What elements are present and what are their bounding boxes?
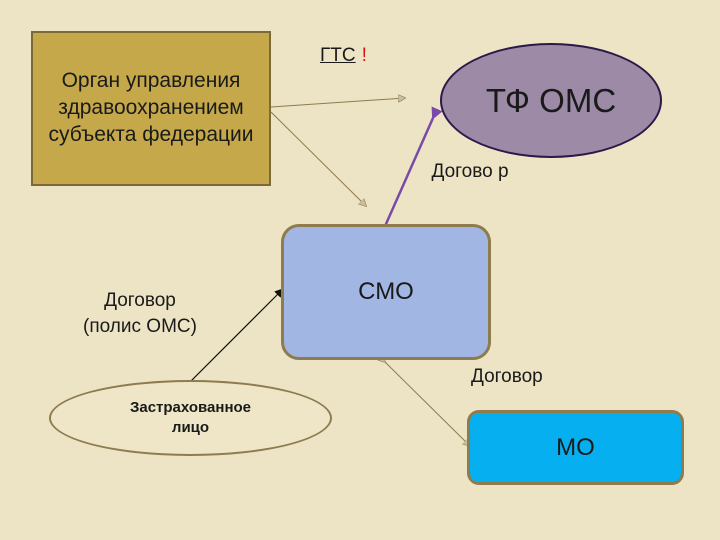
contract-insured-line2: (полис ОМС) [83, 315, 197, 337]
insured-ellipse: Застрахованное лицо [49, 380, 332, 456]
contract-tfoms-smo-label: Догово р [431, 161, 509, 182]
gts-text: ГТС [320, 45, 356, 66]
smo-box: СМО [281, 224, 491, 360]
arrow-insured-to-smo [187, 288, 284, 385]
contract-smo-mo-label: Договор [471, 366, 543, 387]
insured-label: Застрахованное лицо [129, 398, 252, 436]
arrow-organ-to-smo [270, 111, 366, 206]
organ-box: Орган управления здравоохранением субъек… [31, 31, 271, 186]
arrow-tfoms-smo-double [376, 106, 443, 236]
contract-insured-line1: Договор [104, 290, 176, 311]
gts-label: ГТС! [320, 45, 367, 67]
smo-label: СМО [358, 278, 414, 305]
mo-label: МО [556, 433, 595, 461]
tfoms-label: ТФ ОМС [485, 81, 617, 119]
contract-insured-label: Договор (полис ОМС) [60, 288, 220, 339]
organ-label: Орган управления здравоохранением субъек… [48, 69, 254, 146]
mo-box: МО [467, 410, 684, 485]
gts-exclamation: ! [361, 45, 367, 66]
arrow-smo-mo-double [385, 362, 470, 446]
arrow-organ-to-tfoms [270, 98, 405, 108]
tfoms-ellipse: ТФ ОМС [440, 43, 662, 158]
